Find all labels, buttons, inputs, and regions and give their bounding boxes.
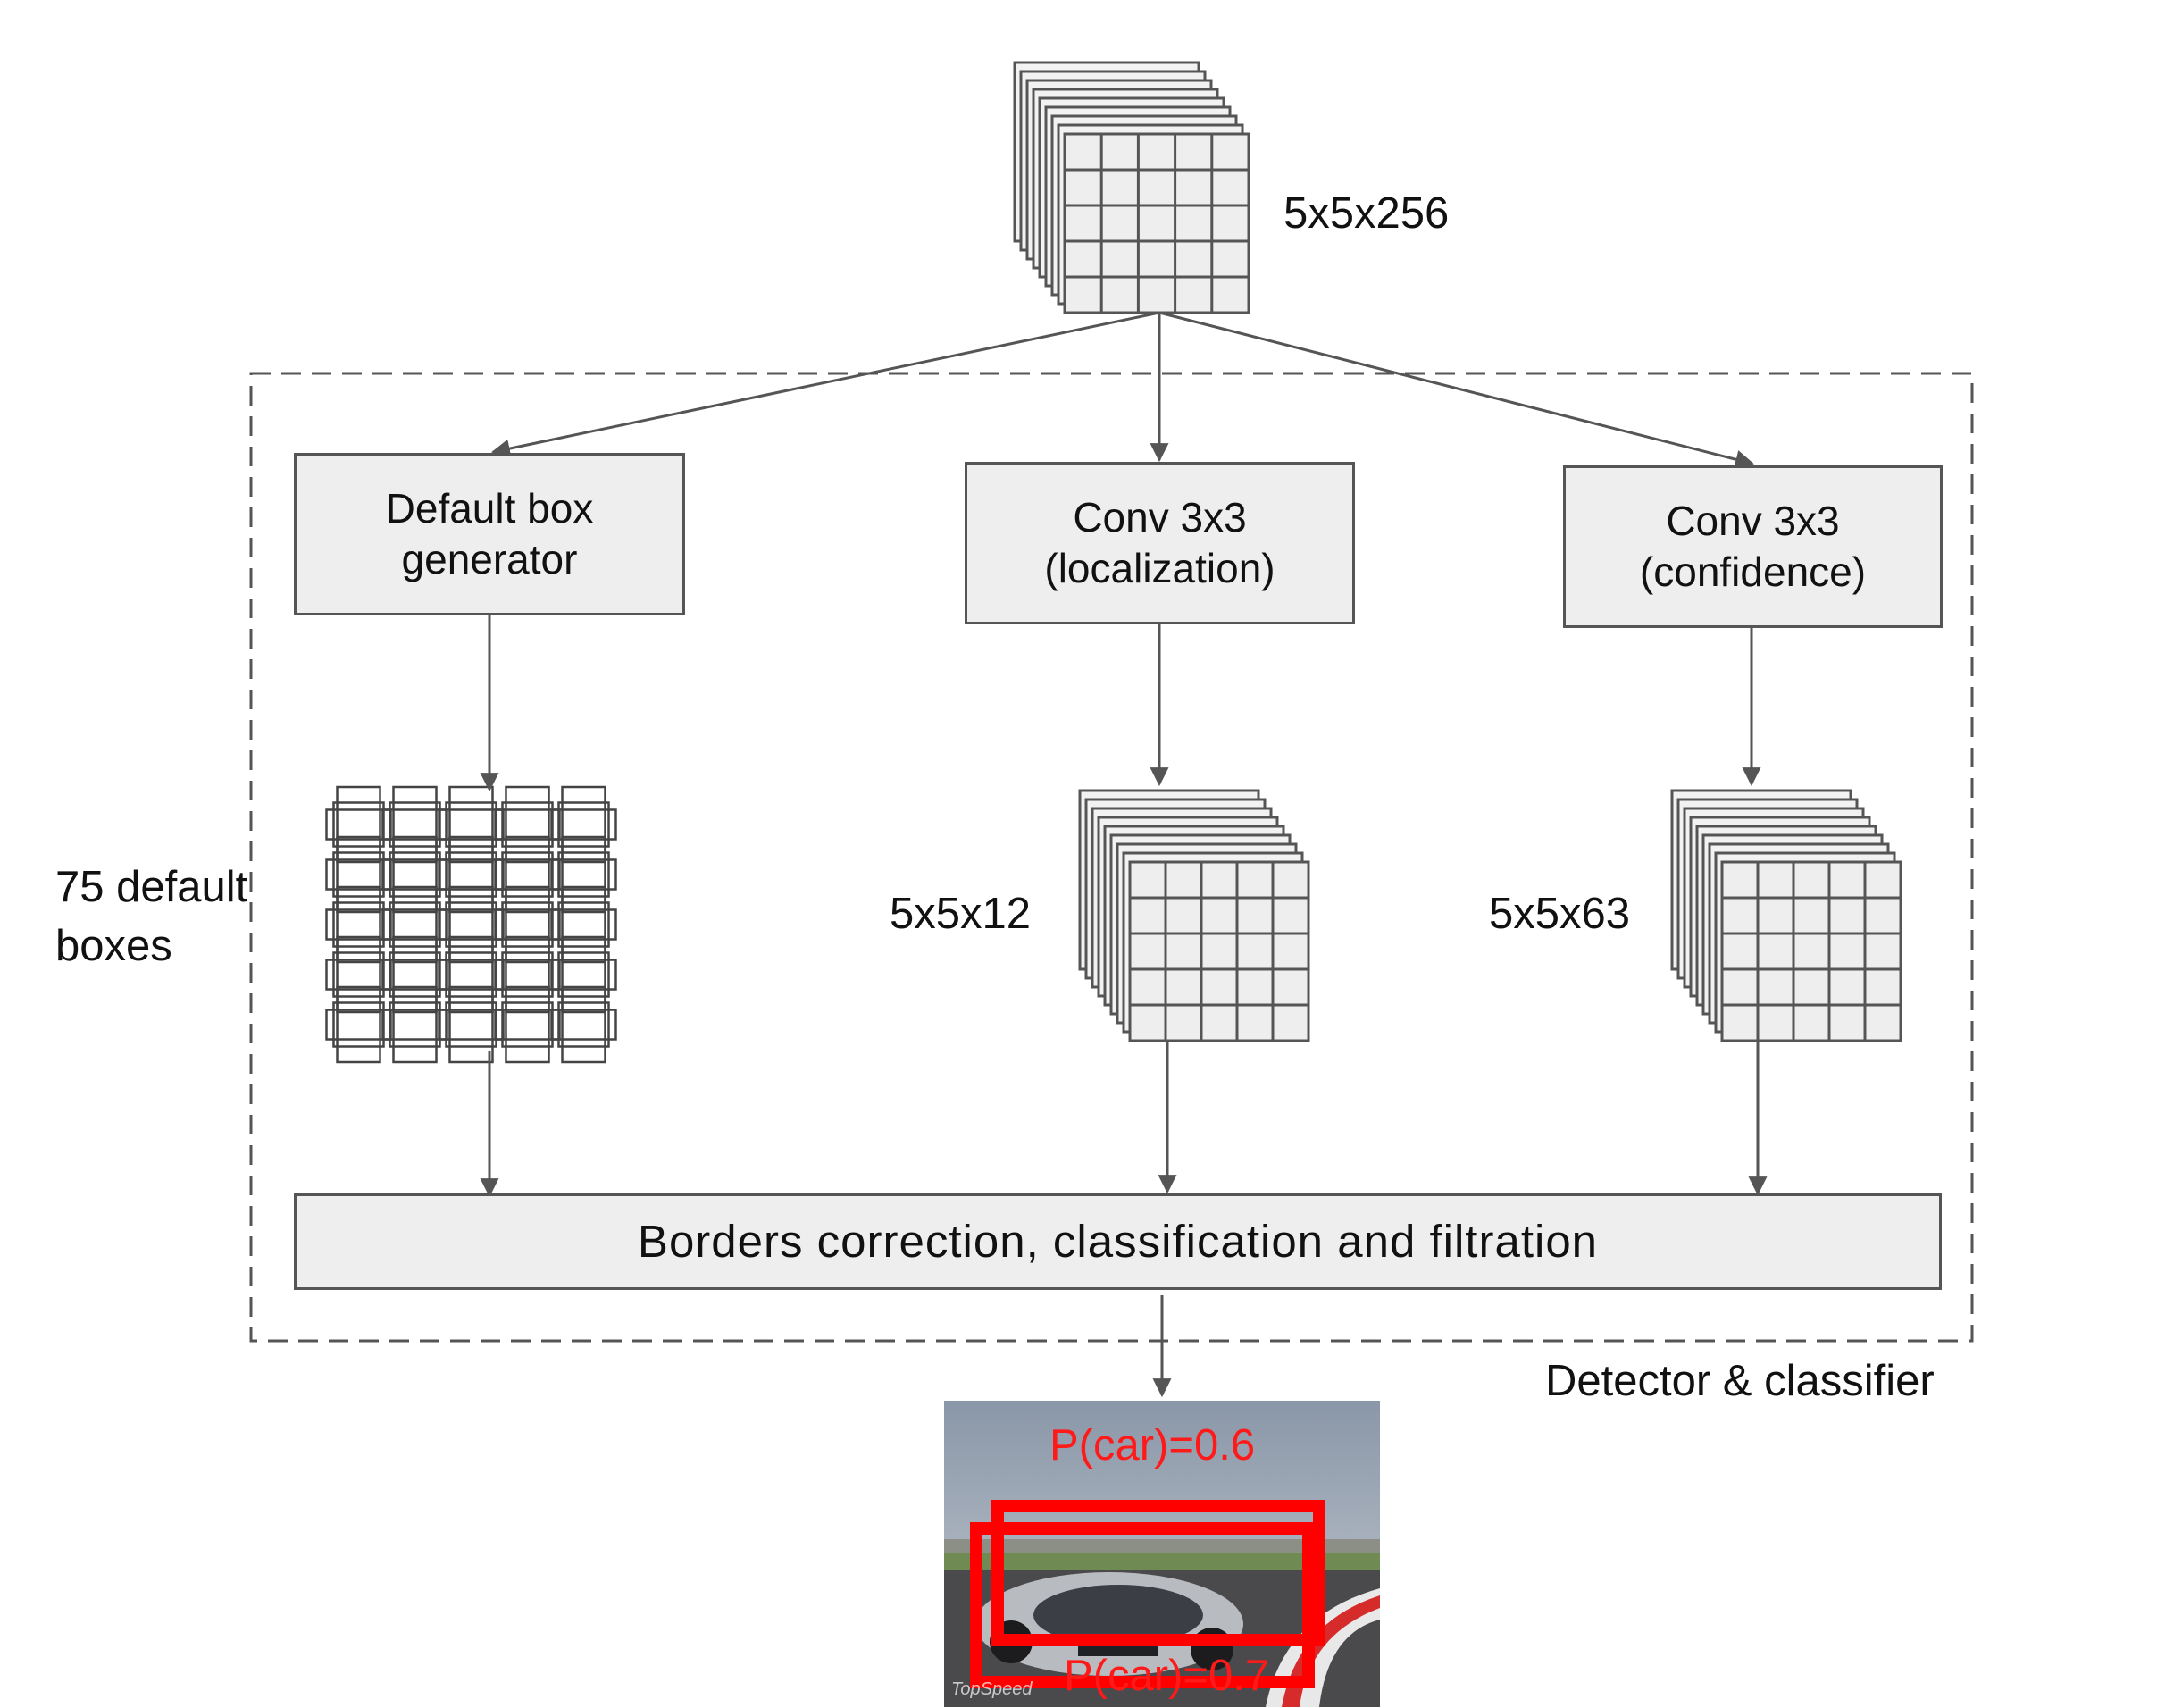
default-box: [448, 885, 494, 964]
detector-classifier-label: Detector & classifier: [1545, 1357, 1935, 1405]
default-box: [505, 885, 550, 964]
input-map-front: [1063, 132, 1250, 314]
localization-tensor-label: 5x5x12: [890, 890, 1032, 938]
default-box: [336, 985, 381, 1064]
default-box-generator-box: Default box generator: [294, 453, 685, 615]
race-car-photo: [944, 1401, 1380, 1707]
default-box: [336, 835, 381, 914]
default-box: [448, 835, 494, 914]
default-box: [550, 858, 617, 891]
input-tensor-label: 5x5x256: [1283, 189, 1450, 238]
default-box: [557, 801, 610, 848]
default-box: [505, 785, 550, 864]
conf-map-front: [1720, 860, 1902, 1042]
default-box: [392, 785, 438, 864]
default-box: [336, 785, 381, 864]
detector-group-border: [249, 372, 1974, 1343]
default-box: [550, 808, 617, 841]
arrow-input-to-conv-confidence: [1158, 311, 1755, 469]
postprocess-box: Borders correction, classification and f…: [294, 1193, 1942, 1290]
default-boxes-label-line2: boxes: [55, 922, 172, 970]
arrow-input-to-default-box: [490, 311, 1160, 458]
default-box: [505, 835, 550, 914]
default-boxes-grid: [325, 785, 617, 1064]
default-box: [448, 935, 494, 1014]
default-box: [561, 835, 606, 914]
default-box: [561, 985, 606, 1064]
input-feature-map-stack: [1013, 61, 1250, 314]
default-box: [336, 935, 381, 1014]
confidence-tensor-label: 5x5x63: [1489, 890, 1631, 938]
default-box: [550, 908, 617, 941]
default-box: [448, 985, 494, 1064]
default-box: [557, 1001, 610, 1048]
confidence-feature-map-stack: [1670, 789, 1902, 1042]
default-box: [561, 935, 606, 1014]
default-box: [557, 951, 610, 998]
default-box: [392, 985, 438, 1064]
default-box-generator-label: Default box generator: [385, 484, 594, 583]
default-box: [392, 935, 438, 1014]
default-box: [336, 885, 381, 964]
default-box: [392, 885, 438, 964]
default-boxes-label-line1: 75 default: [55, 863, 248, 911]
loc-map-front: [1128, 860, 1310, 1042]
default-box: [561, 785, 606, 864]
default-box: [550, 959, 617, 991]
postprocess-label: Borders correction, classification and f…: [637, 1216, 1599, 1268]
default-box: [557, 901, 610, 948]
default-box: [448, 785, 494, 864]
conv-localization-label: Conv 3x3 (localization): [1044, 493, 1275, 592]
default-box: [550, 1009, 617, 1041]
output-detection-image: P(car)=0.6 P(car)=0.7 TopSpeed: [944, 1401, 1380, 1707]
conv-localization-box: Conv 3x3 (localization): [965, 462, 1355, 624]
detection-label-0-7: P(car)=0.7: [1064, 1652, 1270, 1700]
default-box: [505, 935, 550, 1014]
default-box: [561, 885, 606, 964]
default-box: [392, 835, 438, 914]
default-box: [505, 985, 550, 1064]
conv-confidence-label: Conv 3x3 (confidence): [1639, 497, 1867, 596]
default-box: [557, 851, 610, 898]
detection-label-0-6: P(car)=0.6: [1049, 1421, 1256, 1469]
conv-confidence-box: Conv 3x3 (confidence): [1563, 465, 1943, 628]
localization-feature-map-stack: [1078, 789, 1310, 1042]
topspeed-watermark: TopSpeed: [951, 1679, 1033, 1699]
